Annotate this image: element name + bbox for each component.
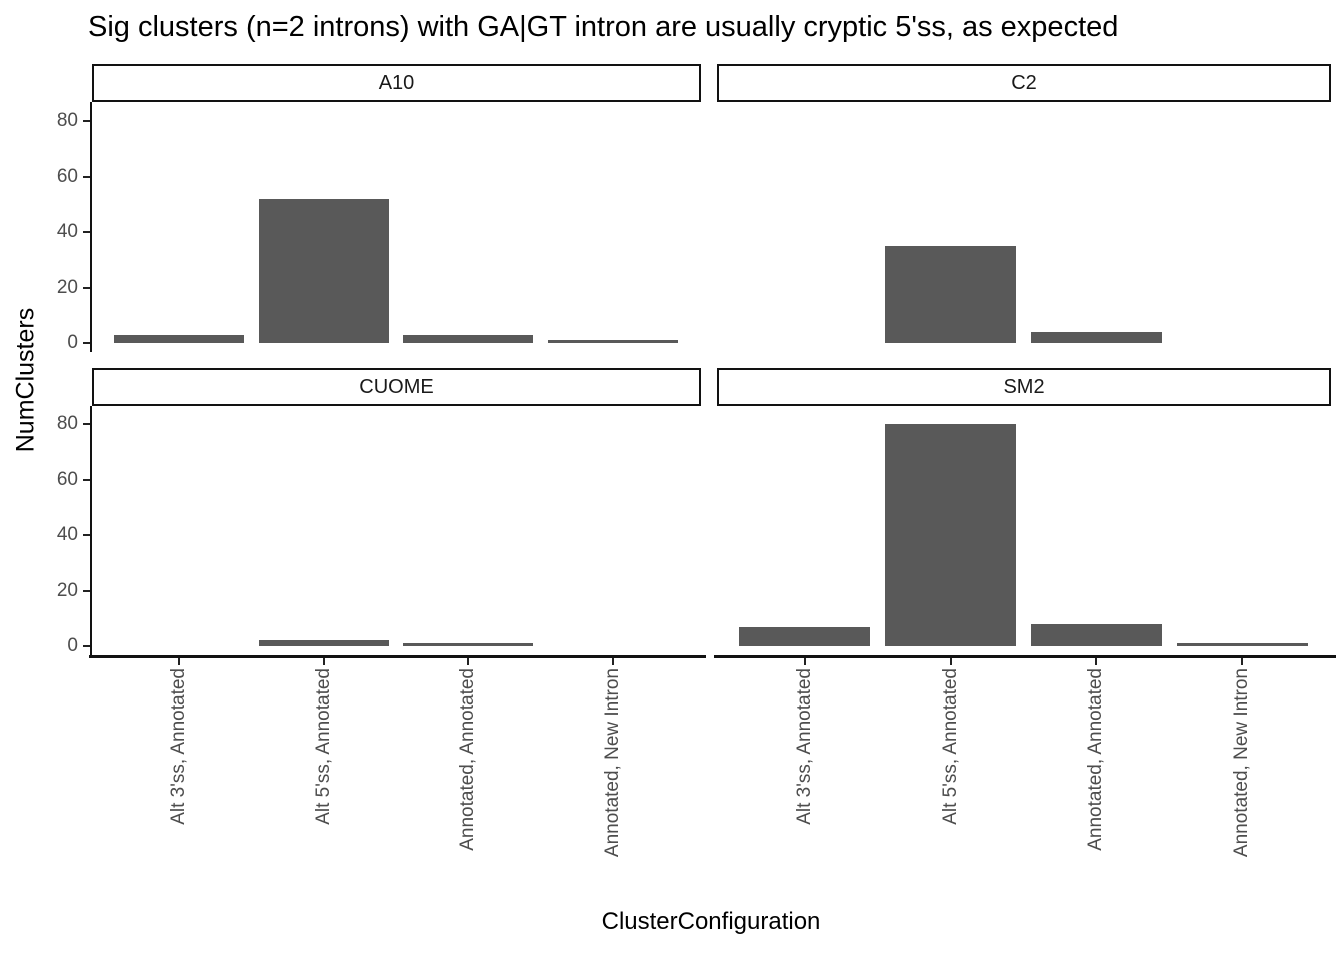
- facet-strip-label: A10: [378, 71, 415, 94]
- x-tick-mark: [1095, 658, 1098, 665]
- x-tick-mark: [467, 658, 470, 665]
- y-tick-label: 60: [56, 165, 78, 187]
- bar-a10-3: [547, 340, 679, 343]
- x-tick-label: Annotated, Annotated: [1085, 668, 1107, 851]
- facet-strip-sm2: SM2: [717, 368, 1331, 406]
- x-axis-line: [714, 655, 1336, 658]
- y-tick-label: 0: [67, 635, 78, 656]
- x-tick-mark: [949, 658, 952, 665]
- y-tick-label: 40: [56, 221, 78, 243]
- y-tick-mark: [83, 478, 90, 481]
- y-tick-mark: [83, 175, 90, 178]
- facet-strip-label: CUOME: [359, 375, 434, 398]
- facet-panel-a10: [92, 102, 700, 352]
- facet-panel-cuome: [92, 406, 700, 657]
- y-tick-mark: [83, 342, 90, 344]
- x-tick-label: Alt 3'ss, Annotated: [793, 668, 815, 825]
- facet-strip-a10: A10: [92, 64, 701, 102]
- x-tick-label: Alt 3'ss, Annotated: [167, 668, 189, 825]
- bar-sm2-3: [1176, 643, 1309, 646]
- y-tick-label: 0: [67, 332, 78, 353]
- x-tick-mark: [177, 658, 180, 665]
- y-tick-mark: [83, 231, 90, 234]
- y-tick-mark: [83, 589, 90, 592]
- facet-strip-c2: C2: [717, 64, 1331, 102]
- bar-c2-1: [884, 246, 1017, 343]
- y-tick-label: 20: [56, 276, 78, 298]
- x-axis-title: ClusterConfiguration: [601, 908, 821, 935]
- chart-title: Sig clusters (n=2 introns) with GA|GT in…: [88, 11, 1119, 43]
- x-tick-label: Annotated, New Intron: [602, 668, 624, 858]
- x-tick-label: Alt 5'ss, Annotated: [939, 668, 961, 825]
- x-tick-mark: [612, 658, 615, 665]
- y-tick-label: 20: [56, 579, 78, 601]
- x-axis-line: [89, 655, 706, 658]
- y-tick-label: 80: [56, 110, 78, 132]
- x-tick-label: Alt 5'ss, Annotated: [312, 668, 334, 825]
- x-tick-mark: [803, 658, 806, 665]
- y-axis-line: [90, 406, 92, 657]
- y-tick-label: 80: [56, 413, 78, 435]
- bar-c2-2: [1030, 331, 1163, 343]
- bar-a10-1: [258, 198, 389, 343]
- y-tick-mark: [83, 286, 90, 289]
- bar-a10-0: [113, 334, 245, 343]
- y-tick-label: 40: [56, 524, 78, 546]
- facet-panel-c2: [717, 102, 1330, 352]
- y-axis-line: [90, 102, 92, 352]
- y-tick-label: 60: [56, 468, 78, 490]
- facet-strip-label: C2: [1011, 71, 1037, 94]
- bar-sm2-0: [738, 626, 871, 646]
- facet-panel-sm2: [717, 406, 1330, 657]
- x-tick-label: Annotated, New Intron: [1231, 668, 1253, 858]
- bar-a10-2: [403, 334, 534, 343]
- bar-sm2-2: [1030, 623, 1163, 646]
- x-tick-mark: [1241, 658, 1244, 665]
- y-tick-mark: [83, 645, 90, 647]
- facet-strip-label: SM2: [1003, 375, 1045, 398]
- bar-sm2-1: [884, 424, 1017, 646]
- bar-cuome-1: [258, 640, 389, 646]
- facet-strip-cuome: CUOME: [92, 368, 701, 406]
- x-tick-mark: [322, 658, 325, 665]
- y-tick-mark: [83, 120, 90, 123]
- y-tick-mark: [83, 423, 90, 426]
- bar-cuome-2: [403, 643, 534, 646]
- x-tick-label: Annotated, Annotated: [457, 668, 479, 851]
- y-tick-mark: [83, 534, 90, 537]
